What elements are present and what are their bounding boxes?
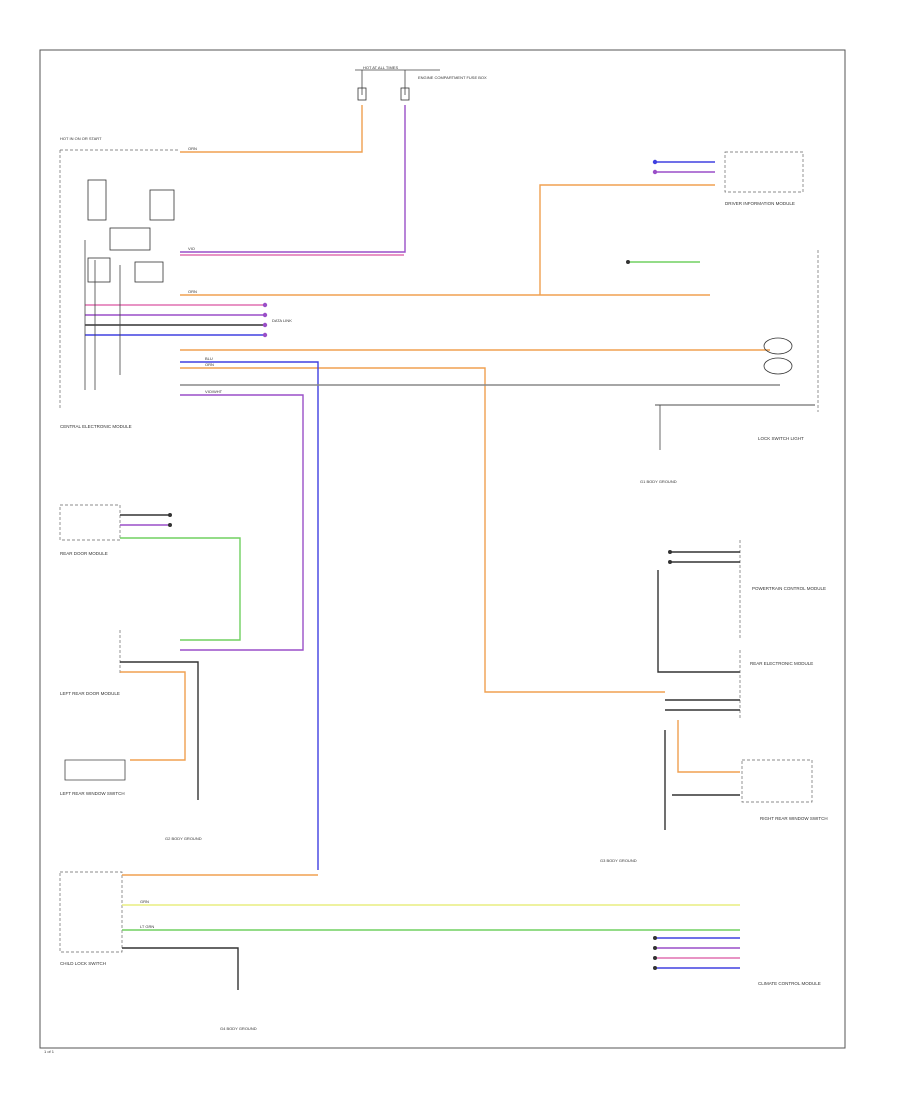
fuse-top-label: HOT AT ALL TIMES xyxy=(363,65,398,70)
diagram-frame xyxy=(39,49,846,1049)
wire-violet-top-label: VIO xyxy=(188,246,195,251)
wire-ltgreen-climate-label: LT GRN xyxy=(140,924,154,929)
fuse-box-label: ENGINE COMPARTMENT FUSE BOX xyxy=(418,75,487,80)
powertrain-label: POWERTRAIN CONTROL MODULE xyxy=(752,586,826,591)
g3-label: G3 BODY GROUND xyxy=(600,858,637,863)
cem-label: CENTRAL ELECTRONIC MODULE xyxy=(60,424,132,429)
child-lock-switch: GRN LT GRN CHILD LOCK SWITCH G4 BODY GRO… xyxy=(59,871,740,1031)
rear-elec-label: REAR ELECTRONIC MODULE xyxy=(750,661,813,666)
wire-orange-cem-label: ORN xyxy=(188,289,197,294)
wire-blue xyxy=(180,361,319,870)
right-rear-switch-label: RIGHT REAR WINDOW SWITCH xyxy=(760,816,828,821)
wire-green-climate-label: GRN xyxy=(140,899,149,904)
driver-info-label: DRIVER INFORMATION MODULE xyxy=(725,201,795,206)
climate-label: CLIMATE CONTROL MODULE xyxy=(758,981,821,986)
left-rear-door-module: LEFT REAR DOOR MODULE LEFT REAR WINDOW S… xyxy=(60,630,202,841)
powertrain-module: POWERTRAIN CONTROL MODULE xyxy=(657,540,826,673)
wire-violet-cem-label: VIO/WHT xyxy=(205,389,223,394)
data-bus-label: DATA LINK xyxy=(272,318,292,323)
wire-blue-label: BLU xyxy=(205,356,213,361)
left-rear-switch-label: LEFT REAR WINDOW SWITCH xyxy=(60,791,125,796)
right-rear-window-switch: RIGHT REAR WINDOW SWITCH G3 BODY GROUND xyxy=(600,759,828,863)
wire-orange-center xyxy=(180,367,665,693)
g4-label: G4 BODY GROUND xyxy=(220,1026,257,1031)
wire-orange-up xyxy=(539,184,715,295)
wire-orange-top xyxy=(180,105,363,153)
rear-door-module: REAR DOOR MODULE xyxy=(59,504,241,641)
cem-data-bus: DATA LINK xyxy=(85,302,292,338)
cem-vertical-bus xyxy=(84,240,121,390)
rear-electronic-module: REAR ELECTRONIC MODULE xyxy=(664,650,813,830)
fuse-top: HOT AT ALL TIMES ENGINE COMPARTMENT FUSE… xyxy=(355,65,487,101)
g1-label: G1 BODY GROUND xyxy=(640,479,677,484)
hot-on-label: HOT IN ON OR START xyxy=(60,136,102,141)
rear-door-label: REAR DOOR MODULE xyxy=(60,551,108,556)
child-switch-label: CHILD LOCK SWITCH xyxy=(60,961,106,966)
wire-violet-top xyxy=(180,105,406,253)
wire-orange-center-label: ORN xyxy=(205,362,214,367)
driver-info-module: DRIVER INFORMATION MODULE xyxy=(652,151,804,206)
left-rear-door-label: LEFT REAR DOOR MODULE xyxy=(60,691,120,696)
wire-violet-down xyxy=(180,394,304,651)
climate-control-module: CLIMATE CONTROL MODULE xyxy=(653,936,821,986)
g2-label: G2 BODY GROUND xyxy=(165,836,202,841)
central-electronic-module: HOT IN ON OR START CENTRAL ELECTRONIC MO… xyxy=(59,136,180,429)
frame-label: 1 of 1 xyxy=(44,1049,55,1054)
wire-orange-top-label: ORN xyxy=(188,146,197,151)
lock-switch-light: LOCK SWITCH LIGHT G1 BODY GROUND xyxy=(640,250,819,484)
lock-switch-label: LOCK SWITCH LIGHT xyxy=(758,436,804,441)
